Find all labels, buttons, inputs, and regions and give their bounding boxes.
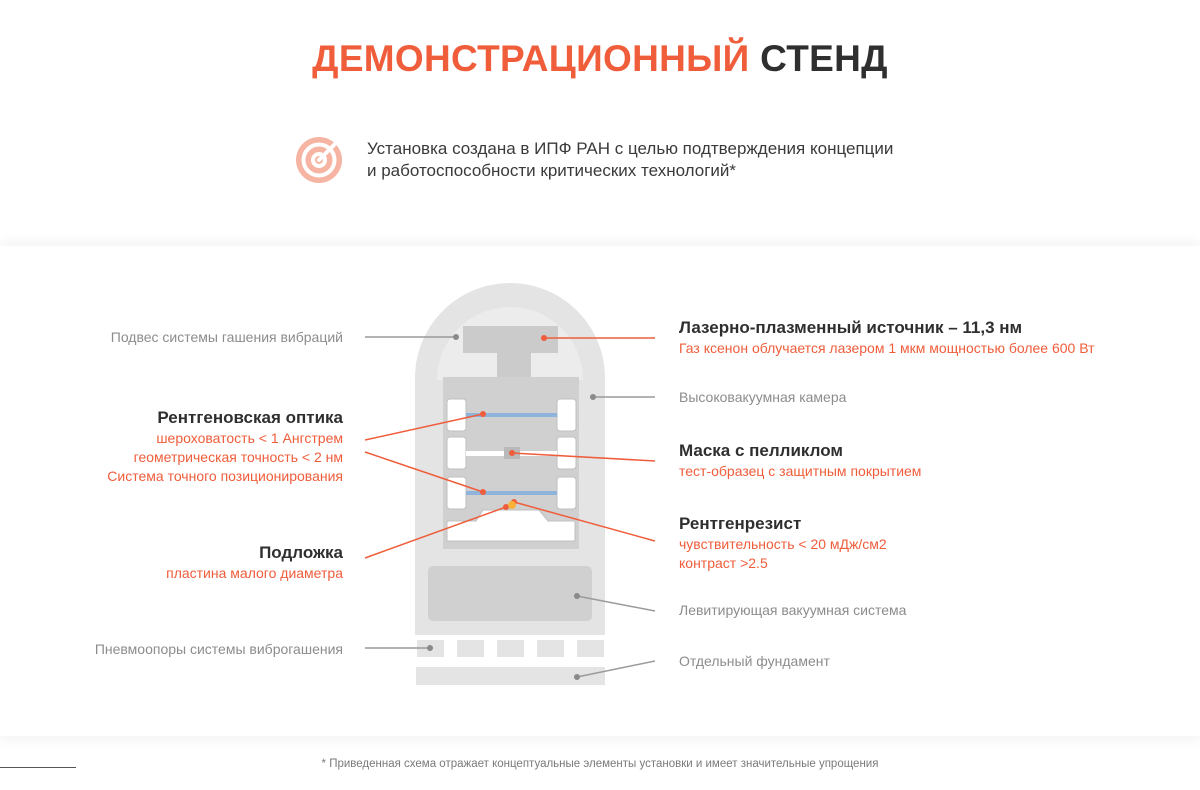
substrate-glow: [508, 501, 516, 509]
laser-source-title: Лазерно-плазменный источник – 11,3 нм: [679, 318, 1023, 337]
xray-optics-line-2: геометрическая точность < 2 нм: [133, 449, 343, 465]
target-arrow-icon: [296, 133, 347, 183]
label-laser-source: Лазерно-плазменный источник – 11,3 нм Га…: [679, 316, 1179, 358]
foundation-block: [416, 667, 605, 685]
label-xray-optics: Рентгеновская оптика шероховатость < 1 А…: [40, 406, 343, 486]
intro-line-1: Установка создана в ИПФ РАН с целью подт…: [367, 139, 894, 158]
mask-title: Маска с пелликлом: [679, 441, 843, 460]
label-vibration-suspension: Подвес системы гашения вибраций: [110, 329, 343, 345]
label-levitating-system: Левитирующая вакуумная система: [679, 602, 907, 618]
xray-optics-line-1: шероховатость < 1 Ангстрем: [156, 430, 343, 446]
laser-source-block: [463, 326, 558, 383]
title-accent: ДЕМОНСТРАЦИОННЫЙ: [312, 38, 750, 79]
substrate-line-1: пластина малого диаметра: [166, 565, 343, 581]
label-vacuum-chamber: Высоковакуумная камера: [679, 389, 847, 405]
resist-title: Рентгенрезист: [679, 514, 802, 533]
mask-line-1: тест-образец с защитным покрытием: [679, 463, 922, 479]
label-substrate: Подложка пластина малого диаметра: [40, 541, 343, 583]
resist-line-1: чувствительность < 20 мДж/см2: [679, 536, 887, 552]
label-resist: Рентгенрезист чувствительность < 20 мДж/…: [679, 512, 1079, 573]
levitating-block: [428, 566, 592, 621]
footnote: * Приведенная схема отражает концептуаль…: [321, 758, 879, 770]
xray-optics-title: Рентгеновская оптика: [157, 408, 343, 427]
footnote-divider: [0, 767, 76, 768]
resist-line-2: контраст >2.5: [679, 555, 768, 571]
title-rest: СТЕНД: [760, 38, 888, 79]
xray-optics-line-3: Система точного позиционирования: [107, 468, 343, 484]
intro-text: Установка создана в ИПФ РАН с целью подт…: [367, 138, 947, 182]
label-pneumatic-supports: Пневмоопоры системы виброгашения: [94, 641, 343, 657]
laser-source-line-1: Газ ксенон облучается лазером 1 мкм мощн…: [679, 340, 1095, 356]
label-foundation: Отдельный фундамент: [679, 653, 830, 669]
page-title: ДЕМОНСТРАЦИОННЫЙ СТЕНД: [0, 38, 1200, 80]
intro-line-2: и работоспособности критических технолог…: [367, 161, 737, 180]
label-mask: Маска с пелликлом тест-образец с защитны…: [679, 439, 1079, 481]
substrate-title: Подложка: [259, 543, 343, 562]
